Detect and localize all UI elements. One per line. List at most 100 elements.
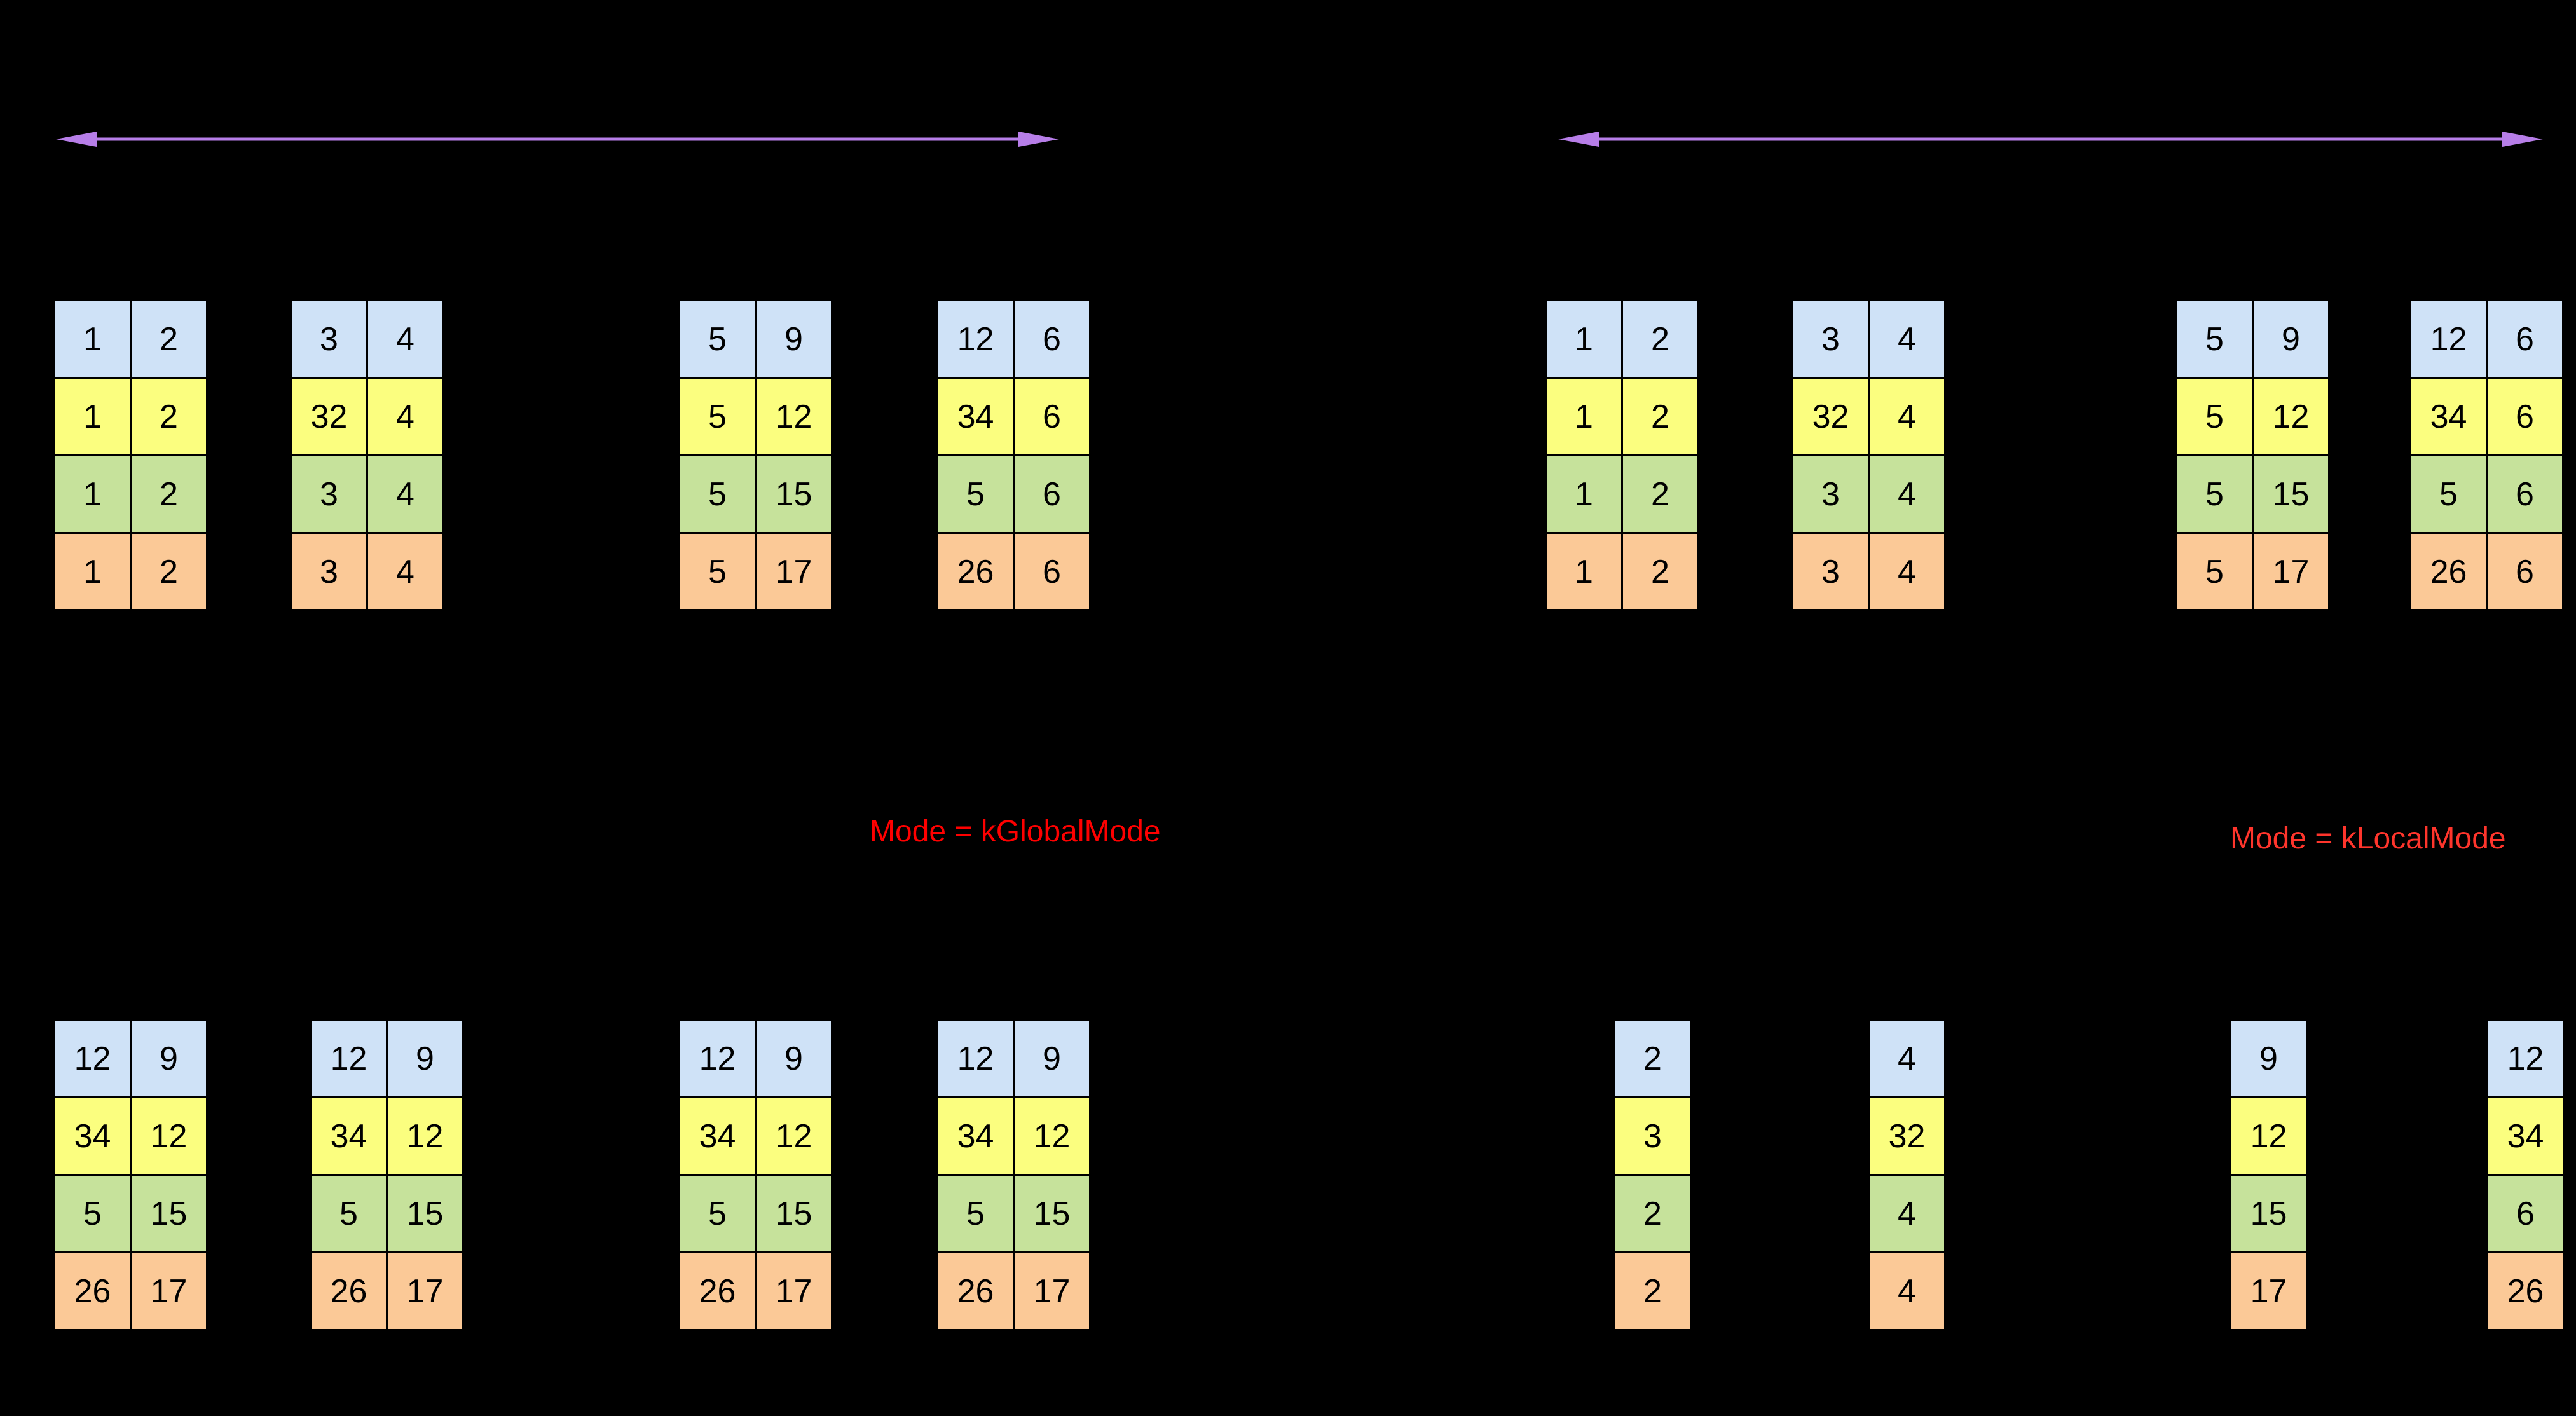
local-mode-label: Mode = kLocalMode — [2230, 822, 2506, 855]
table-row: 12 — [2230, 1096, 2308, 1176]
table-cell: 1 — [1545, 532, 1623, 611]
table-cell: 1 — [53, 532, 132, 611]
table-cell: 4 — [1868, 377, 1946, 456]
table-cell: 5 — [678, 454, 757, 534]
left-arrowhead-icon — [56, 132, 97, 147]
table-cell: 12 — [1013, 1096, 1091, 1176]
table-cell: 17 — [386, 1251, 464, 1331]
table-cell: 17 — [755, 1251, 833, 1331]
table-cell: 5 — [53, 1174, 132, 1253]
table-cell: 2 — [1613, 1019, 1692, 1098]
table-cell: 6 — [2486, 454, 2564, 534]
table-row: 34 — [2486, 1096, 2565, 1176]
table-cell: 12 — [936, 1019, 1015, 1098]
table-cell: 6 — [1013, 454, 1091, 534]
table-cell: 3 — [1792, 454, 1870, 534]
table-cell: 34 — [2409, 377, 2488, 456]
table-row: 26 — [2486, 1251, 2565, 1331]
table-row: 4 — [1868, 1251, 1946, 1331]
right-span-arrow — [1558, 132, 2543, 147]
table-cell: 1 — [53, 377, 132, 456]
table-cell: 9 — [2252, 299, 2330, 379]
table-cell: 15 — [2252, 454, 2330, 534]
table-cell: 2 — [1621, 532, 1699, 611]
table-cell: 32 — [1792, 377, 1870, 456]
table-cell: 12 — [386, 1096, 464, 1176]
table-cell: 5 — [936, 1174, 1015, 1253]
table-cell: 3 — [1613, 1096, 1692, 1176]
table-cell: 2 — [130, 532, 208, 611]
table-cell: 5 — [2175, 377, 2254, 456]
table-cell: 6 — [2486, 377, 2564, 456]
table-cell: 4 — [366, 299, 444, 379]
left-span-arrow — [56, 132, 1059, 147]
table-cell: 15 — [2230, 1174, 2308, 1253]
table-row: 3 — [1613, 1096, 1692, 1176]
table-cell: 12 — [2252, 377, 2330, 456]
table-cell: 2 — [130, 299, 208, 379]
global-mode-label: Mode = kGlobalMode — [870, 815, 1161, 848]
table-cell: 4 — [366, 532, 444, 611]
table-cell: 34 — [936, 1096, 1015, 1176]
table-cell: 9 — [1013, 1019, 1091, 1098]
table-cell: 26 — [310, 1251, 388, 1331]
table-row: 15 — [2230, 1174, 2308, 1253]
table-cell: 26 — [2409, 532, 2488, 611]
table-cell: 12 — [2409, 299, 2488, 379]
table-row: 4 — [1868, 1019, 1946, 1098]
table-cell: 26 — [936, 1251, 1015, 1331]
table-cell: 26 — [936, 532, 1015, 611]
table-cell: 5 — [678, 299, 757, 379]
table-cell: 2 — [1613, 1174, 1692, 1253]
table-cell: 12 — [130, 1096, 208, 1176]
table-cell: 34 — [678, 1096, 757, 1176]
table-cell: 2 — [130, 377, 208, 456]
table-cell: 6 — [2486, 1174, 2565, 1253]
table-cell: 12 — [310, 1019, 388, 1098]
table-cell: 4 — [1868, 454, 1946, 534]
table-cell: 6 — [1013, 299, 1091, 379]
table-cell: 3 — [290, 299, 368, 379]
table-cell: 15 — [755, 1174, 833, 1253]
table-cell: 34 — [2486, 1096, 2565, 1176]
table-cell: 3 — [290, 532, 368, 611]
right-arrowhead-icon — [1018, 132, 1059, 147]
table-cell: 17 — [2230, 1251, 2308, 1331]
